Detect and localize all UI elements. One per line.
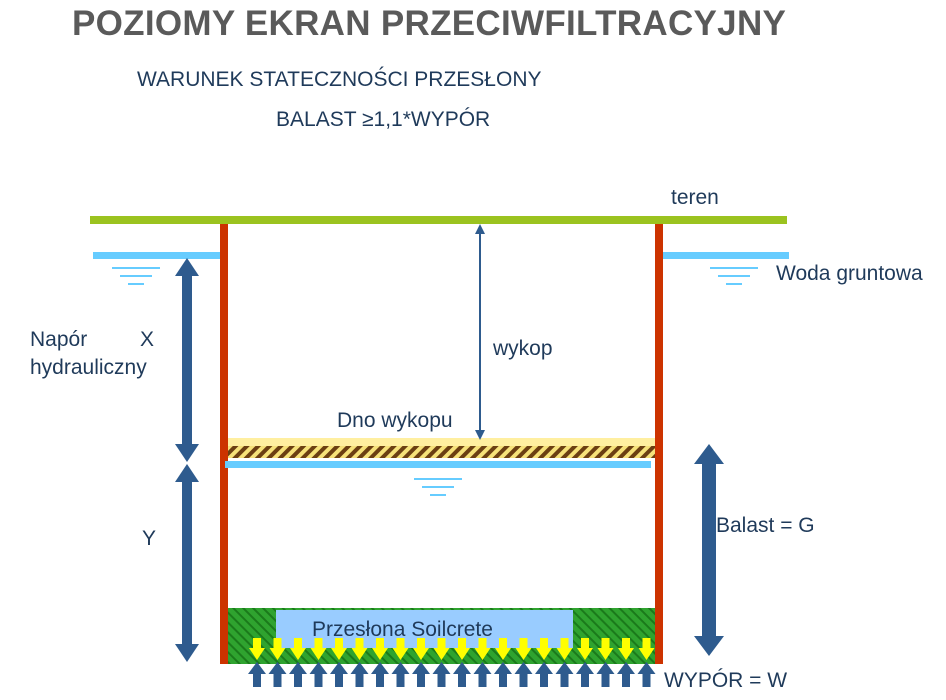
label-wykop: wykop [493,337,553,360]
uplift-up-arrow [248,662,266,687]
uplift-up-arrow [576,662,594,687]
label-napor: Napór [30,328,88,351]
ballast-down-arrow [351,638,368,660]
excavation-depth-arrow [475,224,485,440]
right-wall [655,224,663,664]
excavation-bottom-sand [228,438,655,446]
uplift-up-arrow [637,662,656,687]
water-symbol-right [710,267,758,285]
uplift-up-arrow [596,662,615,687]
label-x: X [140,328,155,351]
label-wypor: WYPÓR = W [664,669,788,692]
depth-y-arrow [175,464,199,662]
ballast-arrow [694,444,724,656]
ballast-down-arrow [310,638,327,660]
ballast-down-arrow [290,638,306,660]
uplift-up-arrow [494,662,512,687]
label-przeslona: Przesłona Soilcrete [312,618,493,641]
uplift-up-arrow [453,662,471,687]
uplift-up-arrow [391,662,410,687]
ballast-down-arrow [638,638,655,660]
groundwater-right [663,252,789,259]
subtitle-condition: WARUNEK STATECZNOŚCI PRZESŁONY [137,68,542,91]
uplift-up-arrow [617,662,635,687]
ground-line [90,216,787,224]
uplift-up-arrow [432,662,451,687]
ballast-down-arrow [597,638,614,660]
label-balast: Balast = G [716,514,815,537]
ballast-down-arrow [413,638,429,660]
label-hydrauliczny: hydrauliczny [30,356,147,379]
ballast-down-arrow [618,638,634,660]
left-wall [220,224,228,664]
groundwater-left [93,252,220,259]
ballast-down-arrow [331,638,347,660]
water-symbol-inside [414,478,462,496]
uplift-up-arrow [289,662,307,687]
uplift-up-arrow [535,662,553,687]
label-y: Y [142,527,157,550]
uplift-up-arrow [473,662,492,687]
ballast-down-arrow [495,638,511,660]
ballast-down-arrow [515,638,532,660]
uplift-up-arrow [555,662,574,687]
ballast-down-arrow [372,638,388,660]
ballast-down-arrow [556,638,573,660]
ballast-down-arrow [392,638,409,660]
ballast-down-arrow [454,638,470,660]
uplift-up-arrow [412,662,430,687]
uplift-up-arrow [309,662,328,687]
ballast-down-arrow [536,638,552,660]
hydraulic-head-x-arrow [175,258,199,462]
ballast-load-arrows [249,638,655,660]
page-title: POZIOMY EKRAN PRZECIWFILTRACYJNY [72,4,787,43]
water-symbol-left [112,267,160,285]
uplift-up-arrow [268,662,287,687]
uplift-up-arrow [350,662,369,687]
ballast-down-arrow [577,638,593,660]
ballast-down-arrow [474,638,491,660]
label-groundwater: Woda gruntowa [776,262,923,285]
ballast-down-arrow [433,638,450,660]
excavation-bottom-hatch [228,446,655,458]
water-level-inside [225,461,651,468]
ballast-down-arrow [249,638,265,660]
label-dno-wykopu: Dno wykopu [337,409,453,432]
uplift-up-arrow [514,662,533,687]
ballast-down-arrow [269,638,286,660]
uplift-up-arrow [330,662,348,687]
subtitle-formula: BALAST ≥1,1*WYPÓR [276,108,491,131]
uplift-up-arrow [371,662,389,687]
label-teren: teren [671,186,719,209]
uplift-arrows [248,662,656,687]
